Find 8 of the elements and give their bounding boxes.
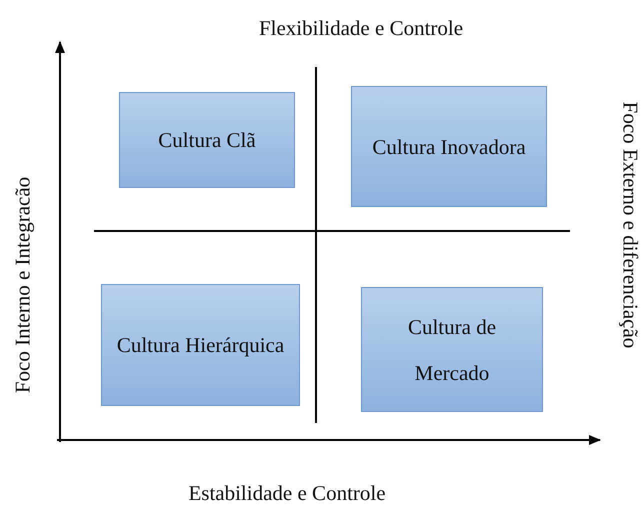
axis-label: Flexibilidade e Controle	[258, 16, 464, 41]
quadrant-box: Cultura de Mercado	[361, 287, 543, 412]
axis-label: Estabilidade e Controle	[188, 481, 386, 505]
axis-label: Foco Interno e Integracão	[10, 176, 36, 394]
quadrant-box: Cultura Inovadora	[351, 86, 547, 207]
quadrant-box: Cultura Hierárquica	[101, 284, 300, 406]
axis-label: Foco Externo e diferenciação	[618, 102, 642, 348]
quadrant-box: Cultura Clã	[119, 92, 295, 188]
